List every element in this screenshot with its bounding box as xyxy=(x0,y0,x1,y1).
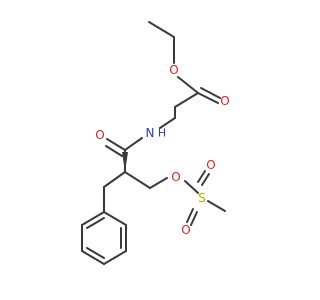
bond-s-o-top-b xyxy=(197,170,206,183)
bond-ch2-o-sulfonate xyxy=(149,177,168,189)
atom-o-sulfonyl-bottom: O xyxy=(181,223,190,237)
bond-carbonyl-o-single xyxy=(106,138,126,151)
ring-bond-1 xyxy=(103,211,127,226)
atom-o-ether: O xyxy=(169,63,178,77)
bond-s-o-top-a xyxy=(201,173,210,186)
atom-o-sulfonate: O xyxy=(171,170,180,184)
ring-bond-4-inner xyxy=(86,247,105,259)
atom-s-sulfonyl: S xyxy=(198,191,206,205)
stereo-wedge-bond xyxy=(122,152,128,172)
bond-ch2-n-2 xyxy=(159,117,176,129)
atom-h-amide: H xyxy=(158,127,166,140)
bond-ch-ch2 xyxy=(124,171,151,189)
bond-ethyl-ch3-ch2 xyxy=(148,21,175,38)
molecule-canvas: O O N H O O S O O xyxy=(81,21,230,265)
bond-o-s xyxy=(184,180,199,194)
bond-carbonyl-o-double-b xyxy=(200,87,221,99)
ring-bond-6 xyxy=(81,211,105,226)
atom-o-sulfonyl-top: O xyxy=(206,158,215,172)
bond-ch-ch2-benzyl xyxy=(103,171,126,188)
atom-o-carbonyl-amide: O xyxy=(95,128,104,142)
bond-layer xyxy=(81,21,226,265)
bond-carbonyl-o-double-a xyxy=(197,92,219,104)
bond-s-ch3 xyxy=(207,200,226,212)
atom-n-amide: N xyxy=(146,126,155,140)
bond-s-o-bottom-b xyxy=(190,211,198,226)
bond-o-carbonyl xyxy=(177,76,199,94)
ring-bond-4 xyxy=(81,250,105,265)
structure-diagram: O O N H O O S O O xyxy=(81,21,230,265)
bond-carbonyl-o-double xyxy=(105,145,123,157)
ring-bond-3 xyxy=(103,250,127,265)
ring-bond-6-inner xyxy=(86,217,105,229)
bond-s-o-bottom-a xyxy=(186,208,194,223)
bond-carbonyl-ch2 xyxy=(174,92,199,108)
bond-n-carbonyl xyxy=(124,137,143,151)
atom-o-carbonyl-ester: O xyxy=(220,94,229,108)
